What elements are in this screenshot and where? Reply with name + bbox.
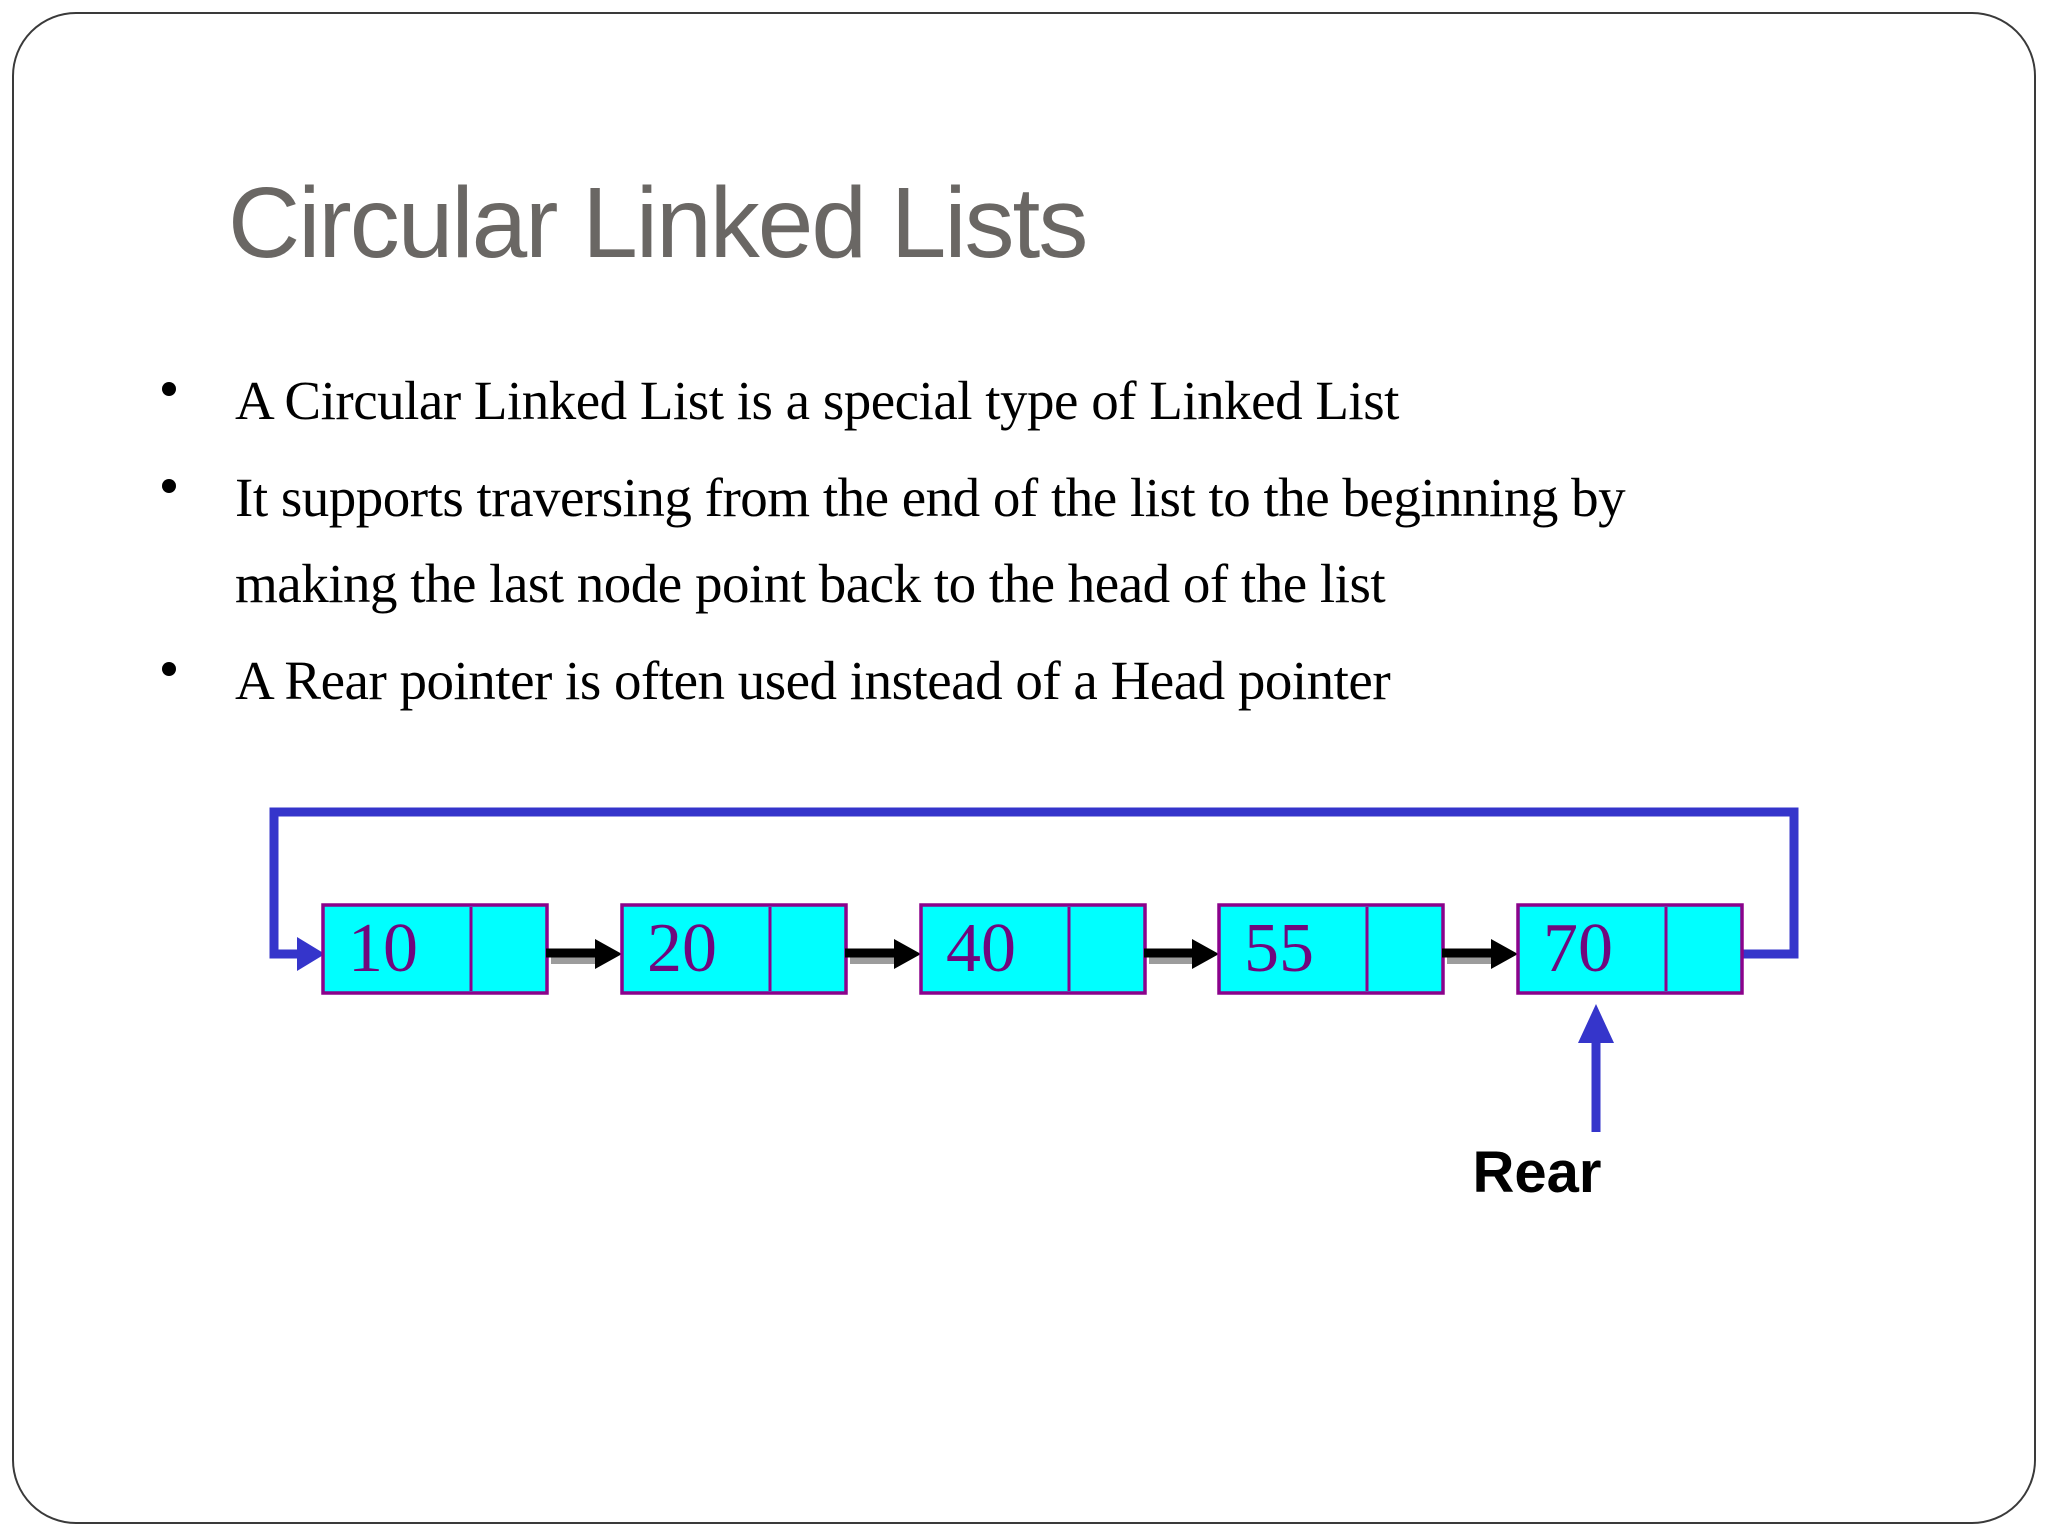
node-value: 10 — [348, 910, 418, 987]
next-pointer-arrow — [845, 939, 921, 969]
next-pointer-arrow — [1442, 939, 1518, 969]
bullet-list: A Circular Linked List is a special type… — [150, 358, 1960, 735]
list-node-3: 40 — [919, 903, 1147, 995]
next-pointer-arrow — [1144, 939, 1219, 969]
list-node-4: 55 — [1217, 903, 1445, 995]
arrowhead-icon — [1192, 939, 1219, 969]
arrowhead-icon — [595, 939, 622, 969]
bullet-text: A Circular Linked List is a special type… — [235, 370, 1399, 431]
bullet-item: It supports traversing from the end of t… — [150, 455, 1960, 627]
slide-title: Circular Linked Lists — [228, 167, 1088, 279]
bullet-item: A Rear pointer is often used instead of … — [150, 638, 1960, 724]
node-value: 55 — [1244, 910, 1314, 987]
list-node-1: 10 — [321, 903, 549, 995]
bullet-dot-icon — [162, 382, 176, 396]
bullet-item: A Circular Linked List is a special type… — [150, 358, 1960, 444]
arrowhead-icon — [1491, 939, 1518, 969]
circular-link-arrowhead-icon — [297, 937, 325, 971]
list-node-5: 70 — [1516, 903, 1744, 995]
rear-label: Rear — [1473, 1140, 1602, 1205]
node-box — [321, 903, 549, 995]
bullet-text: It supports traversing from the end of t… — [235, 467, 1626, 614]
bullet-dot-icon — [162, 662, 176, 676]
next-pointer-arrow — [546, 939, 622, 969]
node-value: 20 — [647, 910, 717, 987]
node-value: 70 — [1543, 910, 1613, 987]
bullet-dot-icon — [162, 479, 176, 493]
bullet-text: A Rear pointer is often used instead of … — [235, 650, 1391, 711]
list-node-2: 20 — [620, 903, 848, 995]
node-box — [919, 903, 1147, 995]
rear-pointer-arrow — [1578, 1004, 1614, 1132]
circular-back-link — [269, 807, 1799, 971]
rear-arrowhead-icon — [1578, 1004, 1614, 1043]
node-value: 40 — [946, 910, 1016, 987]
arrowhead-icon — [894, 939, 921, 969]
node-box — [1516, 903, 1744, 995]
circular-link-path — [269, 807, 1799, 959]
